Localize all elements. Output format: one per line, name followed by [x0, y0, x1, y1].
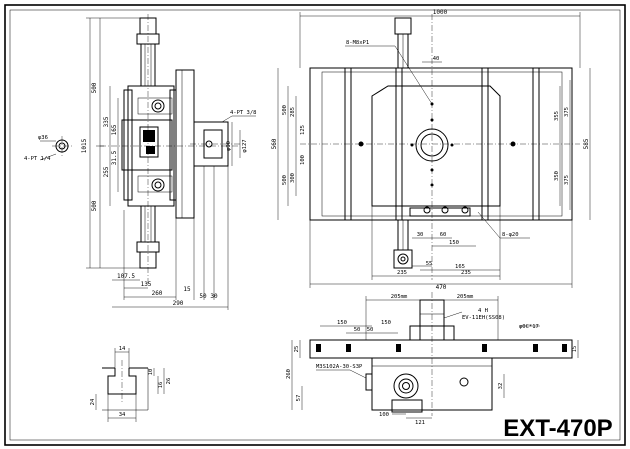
dim-165: 165: [455, 264, 465, 270]
dim-32: 32: [498, 383, 504, 390]
port-note: 4-PT 3/8: [230, 110, 257, 116]
side-port-symbol: φ36 4-PT 1/4: [24, 135, 72, 162]
note-ev: EV-11EH(SS08): [462, 315, 505, 321]
dim-255: 255: [103, 166, 110, 177]
side-port-dia: φ36: [38, 135, 48, 141]
side-port-note: 4-PT 1/4: [24, 156, 51, 162]
front-view-dimensions: 205mm 205mm 4 H EV-11EH(SS08) 150 50 50 …: [286, 294, 579, 426]
bottom-cylinder-cap: [139, 251, 157, 269]
left-view-dimensions: 500 500 1015 335 255 165 31.5 107.5 135 …: [81, 17, 257, 310]
drawing-title: EXT-470P: [503, 415, 612, 442]
left-side-view: [100, 14, 240, 285]
slot-h16: 16: [158, 382, 164, 389]
slot-h10: 10: [148, 369, 154, 376]
dim-31-5: 31.5: [111, 150, 118, 165]
dim-260: 260: [152, 290, 163, 297]
dim-150a: 150: [337, 320, 347, 326]
dim-290: 290: [173, 300, 184, 307]
dim-350: 350: [554, 171, 560, 181]
slot-bottom: 34: [119, 412, 126, 418]
dim-dia-127: φ127: [242, 139, 248, 152]
dim-260: 260: [286, 369, 292, 379]
dim-57: 57: [296, 395, 302, 402]
dim-235b: 235: [461, 270, 471, 276]
drawing-border: [4, 4, 626, 446]
dim-375b: 375: [564, 175, 570, 185]
dim-holes-bottom: 8-φ20: [502, 232, 519, 238]
dim-25: 25: [294, 346, 300, 353]
dim-121: 121: [415, 420, 425, 426]
part-note: M3S102A-30-S3P: [316, 364, 363, 370]
dim-width: 1000: [433, 9, 448, 16]
dim-50: 50: [199, 293, 207, 300]
center-plate: [371, 85, 501, 207]
dim-285: 285: [290, 107, 296, 117]
dim-107-5: 107.5: [117, 273, 135, 280]
dim-100: 100: [379, 412, 389, 418]
slot-top: 14: [119, 346, 126, 352]
dim-560: 560: [271, 138, 278, 149]
slot-h26: 26: [166, 378, 172, 385]
dim-dia-90: φ90: [226, 141, 232, 151]
dim-30: 30: [210, 293, 218, 300]
dim-300: 300: [290, 173, 296, 183]
note-4h: 4 H: [478, 308, 488, 314]
dim-55: 55: [426, 261, 433, 267]
dim-30: 30: [417, 232, 424, 238]
dim-top-length: 500: [91, 82, 98, 93]
dim-135: 135: [141, 281, 152, 288]
dim-150b: 150: [381, 320, 391, 326]
dim-585: 585: [583, 138, 590, 149]
dim-500a: 500: [282, 105, 288, 115]
front-view: [309, 292, 573, 416]
dim-500b: 500: [282, 175, 288, 185]
dim-holes-top: 8-M8xP1: [346, 40, 369, 46]
dim-15: 15: [183, 286, 191, 293]
dim-15: 15: [572, 346, 578, 353]
top-view-dimensions: 1000 8-M8xP1 40 560 500 500 285 300 125 …: [271, 9, 591, 291]
slot-detail: 14 10 16 26 24 34: [90, 346, 172, 422]
dim-50b: 50: [367, 327, 374, 333]
dim-165: 165: [111, 124, 118, 135]
dim-150: 150: [449, 240, 459, 246]
dim-355: 355: [554, 111, 560, 121]
dim-335: 335: [103, 116, 110, 127]
top-plan-view: [300, 14, 580, 280]
dim-overall-length: 1015: [81, 138, 88, 153]
inner-border: [9, 9, 621, 441]
dim-235a: 235: [397, 270, 407, 276]
dim-40: 40: [433, 56, 440, 62]
dim-50a: 50: [354, 327, 361, 333]
dim-205a: 205mm: [391, 294, 408, 300]
dim-205b: 205mm: [457, 294, 474, 300]
dim-bottom-length: 500: [91, 200, 98, 211]
dim-100: 100: [300, 155, 306, 165]
front-bore: [393, 373, 419, 399]
dim-oc: φ0C*17: [519, 324, 539, 330]
slot-h24: 24: [90, 398, 96, 405]
dim-470: 470: [436, 284, 447, 291]
dim-375a: 375: [564, 107, 570, 117]
port-block: [193, 121, 229, 167]
dim-125: 125: [300, 125, 306, 135]
sensor-window: [121, 119, 173, 171]
dim-60: 60: [440, 232, 447, 238]
